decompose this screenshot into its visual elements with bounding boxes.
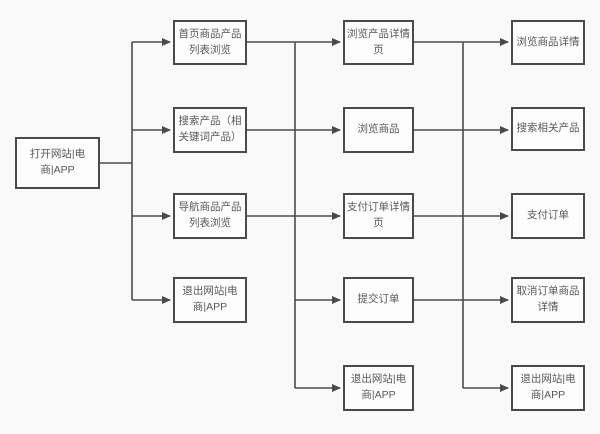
flow-node-exit-site-app-4: 退出网站|电 商|APP — [511, 365, 585, 411]
flow-node-pay-order: 支付订单 — [511, 193, 585, 239]
flow-node-search-product: 搜索产品（相 关键词产品） — [173, 107, 247, 153]
flow-node-cancel-order-detail: 取消订单商品 详情 — [511, 277, 585, 323]
flow-node-browse-detail-page: 浏览产品详情 页 — [343, 20, 414, 65]
flow-node-search-related: 搜索相关产品 — [511, 107, 585, 151]
flow-node-browse-product-detail: 浏览商品详情 — [511, 20, 585, 65]
flow-node-exit-site-app-2: 退出网站|电 商|APP — [173, 277, 247, 323]
flow-node-submit-order: 提交订单 — [343, 277, 414, 323]
flow-node-open-site-app: 打开网站|电 商|APP — [15, 137, 100, 189]
flow-node-browse-product: 浏览商品 — [343, 107, 414, 153]
flow-node-pay-order-detail-page: 支付订单详情 页 — [343, 193, 414, 239]
flow-node-exit-site-app-3: 退出网站|电 商|APP — [343, 365, 414, 411]
flow-node-home-list-browse: 首页商品产品 列表浏览 — [173, 20, 247, 65]
flow-node-nav-list-browse: 导航商品产品 列表浏览 — [173, 193, 247, 239]
